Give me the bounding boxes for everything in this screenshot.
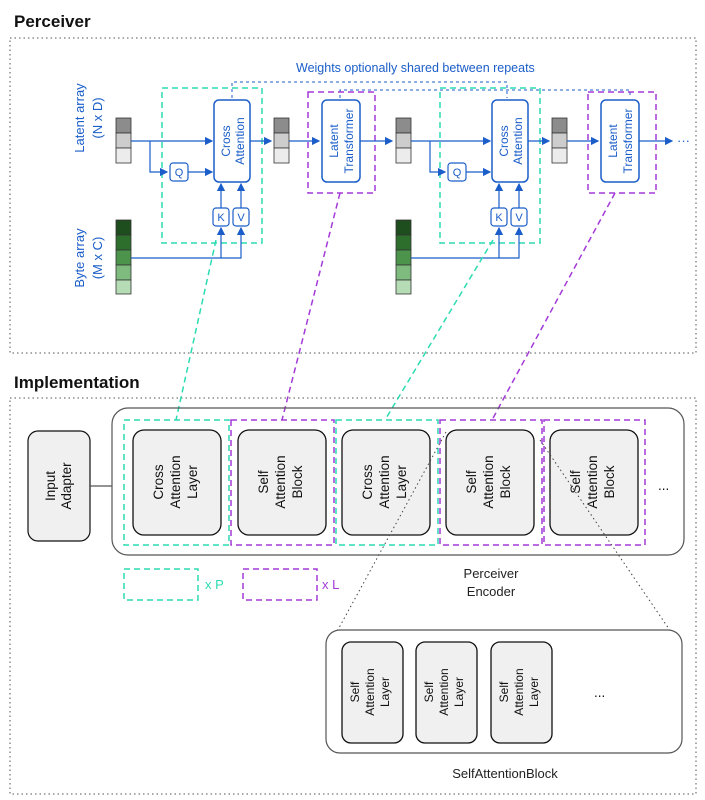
cross-attention-group-1 xyxy=(161,87,263,244)
cross-attention-layer-2 xyxy=(341,429,431,536)
latent-transformer-group-2 xyxy=(587,91,657,194)
q-label-2: Q xyxy=(453,167,462,179)
input-adapter-text-b: Adapter xyxy=(59,462,74,510)
self-attention-block-2-text-a: Self xyxy=(464,470,479,494)
byte-to-v-arrow-2 xyxy=(411,226,524,259)
self-attention-layer-1 xyxy=(341,641,404,744)
implementation-frame xyxy=(9,397,697,795)
byte-array-dims: (M x C) xyxy=(90,237,105,280)
cross-attention-text-2a: Cross xyxy=(497,125,511,156)
continuation-dots: ··· xyxy=(677,133,690,148)
self-attention-layer-1-text-c: Layer xyxy=(378,677,392,707)
perceiver-frame xyxy=(9,37,697,354)
self-attention-layer-3 xyxy=(490,641,553,744)
legend-self-swatch xyxy=(242,568,318,601)
cross-attention-text-1a: Cross xyxy=(219,125,233,156)
self-attention-block-1-text-a: Self xyxy=(256,470,271,494)
self-attention-block-2 xyxy=(445,429,535,536)
latent-stack-4 xyxy=(551,117,568,164)
byte-array-label: Byte array xyxy=(72,228,87,288)
self-attention-block-1 xyxy=(237,429,327,536)
cross-attention-layer-1-text-a: Cross xyxy=(151,464,166,500)
cross-attention-text-2b: Attention xyxy=(511,117,525,164)
latent-transformer-text-2b: Transformer xyxy=(621,109,635,174)
latent-stack-2 xyxy=(273,117,290,164)
zoom-line-left xyxy=(327,431,447,649)
self-attention-layer-2 xyxy=(415,641,478,744)
connector-latent-1 xyxy=(281,192,341,421)
self-attention-layer-3-text-c: Layer xyxy=(527,677,541,707)
byte-array-stack xyxy=(115,219,132,295)
shared-weights-bracket-cross xyxy=(231,81,508,98)
self-attention-layer-2-text-a: Self xyxy=(422,681,436,702)
cross-attention-layer-group-1 xyxy=(123,419,230,546)
self-attention-block-group-3 xyxy=(543,419,646,546)
cross-attention-layer-2-text-c: Layer xyxy=(394,465,409,499)
cross-attention-layer-1 xyxy=(132,429,222,536)
self-attention-block-group-2 xyxy=(439,419,543,546)
encoder-caption-line2: Encoder xyxy=(467,584,516,599)
legend-cross-swatch xyxy=(123,568,199,601)
latent-stack-3 xyxy=(395,117,412,164)
cross-attention-group-2 xyxy=(439,87,541,244)
self-attention-block-3-text-a: Self xyxy=(568,470,583,494)
self-attention-block-1-text-c: Block xyxy=(290,465,305,498)
input-adapter-text-a: Input xyxy=(43,471,58,501)
k-label-2: K xyxy=(495,212,503,224)
self-attention-block-3-text-b: Attention xyxy=(585,455,600,508)
latent-transformer-group-1 xyxy=(307,91,376,194)
v-label-2: V xyxy=(515,212,523,224)
legend-l-label: x L xyxy=(322,577,339,592)
self-attention-block-3-text-c: Block xyxy=(602,465,617,498)
latent-array-dims: (N x D) xyxy=(90,97,105,138)
self-attention-block-3 xyxy=(549,429,639,536)
self-attention-block-group-1 xyxy=(230,419,335,546)
encoder-caption-line1: Perceiver xyxy=(464,566,520,581)
k-label-1: K xyxy=(217,212,225,224)
self-attention-block-2-text-b: Attention xyxy=(481,455,496,508)
self-attention-layer-1-text-b: Attention xyxy=(363,668,377,715)
zoom-line-right xyxy=(539,439,683,649)
latent-transformer-text-1a: Latent xyxy=(327,124,341,158)
self-attention-block-2-text-c: Block xyxy=(498,465,513,498)
encoder-ellipsis: ... xyxy=(658,478,669,493)
cross-attention-layer-1-text-b: Attention xyxy=(168,455,183,508)
v-label-1: V xyxy=(237,212,245,224)
self-attention-layer-2-text-c: Layer xyxy=(452,677,466,707)
q-label-1: Q xyxy=(175,167,184,179)
byte-array-stack-2 xyxy=(395,219,412,295)
legend-p-label: x P xyxy=(205,577,224,592)
shared-weights-bracket-latent xyxy=(339,89,631,98)
self-attention-layer-3-text-b: Attention xyxy=(512,668,526,715)
block-ellipsis: ... xyxy=(594,685,605,700)
cross-attention-layer-group-2 xyxy=(335,419,439,546)
self-attention-layer-1-text-a: Self xyxy=(348,681,362,702)
latent-to-q-arrow-2 xyxy=(429,141,447,177)
latent-transformer-text-1b: Transformer xyxy=(342,109,356,174)
cross-attention-layer-1-text-c: Layer xyxy=(185,465,200,499)
cross-attention-layer-2-text-b: Attention xyxy=(377,455,392,508)
implementation-section-title: Implementation xyxy=(14,373,140,392)
self-attention-layer-3-text-a: Self xyxy=(497,681,511,702)
connector-latent-2 xyxy=(491,192,616,421)
self-attention-block-caption: SelfAttentionBlock xyxy=(452,766,558,781)
self-attention-block-1-text-b: Attention xyxy=(273,455,288,508)
weights-shared-note: Weights optionally shared between repeat… xyxy=(296,61,535,75)
latent-to-q-arrow-1 xyxy=(149,141,169,177)
cross-attention-layer-2-text-a: Cross xyxy=(360,464,375,500)
latent-array-label: Latent array xyxy=(72,83,87,153)
cross-attention-text-1b: Attention xyxy=(233,117,247,164)
perceiver-section-title: Perceiver xyxy=(14,12,91,31)
self-attention-layer-2-text-b: Attention xyxy=(437,668,451,715)
latent-array-stack xyxy=(115,117,132,164)
byte-to-v-arrow-1 xyxy=(131,226,246,259)
connector-cross-1 xyxy=(175,239,217,421)
connector-cross-2 xyxy=(384,239,494,421)
latent-transformer-text-2a: Latent xyxy=(606,124,620,158)
perceiver-encoder-container xyxy=(111,407,685,556)
